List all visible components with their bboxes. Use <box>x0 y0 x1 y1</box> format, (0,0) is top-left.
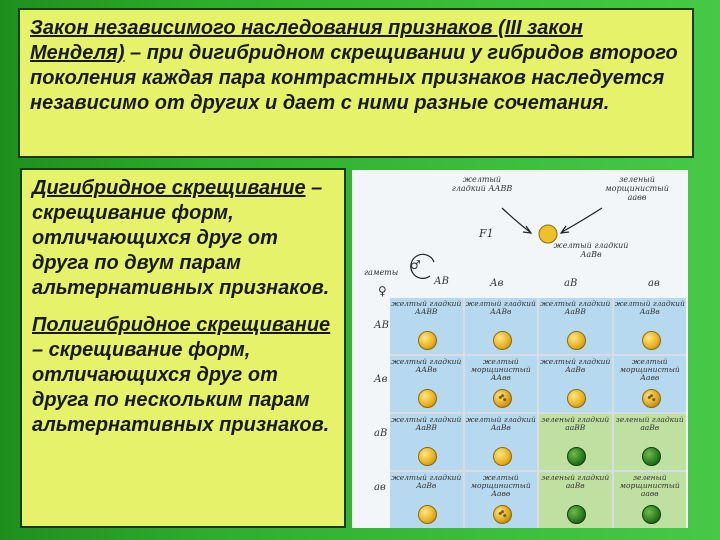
seed-yellow-wrinkled <box>492 389 512 408</box>
punnett-cell: желтый гладкий АаВв <box>539 356 612 412</box>
punnett-cell: желтый гладкий ААВв <box>390 356 463 412</box>
gametes-label: гаметы <box>364 268 399 277</box>
cell-label: желтый морщинистый ААвв <box>470 357 531 382</box>
col-gamete-1: АВ <box>434 276 449 287</box>
punnett-cell: желтый гладкий АаВв <box>613 298 686 354</box>
f1-label: F1 <box>479 227 494 240</box>
seed-yellow-smooth <box>567 389 587 408</box>
cell-label: зеленый гладкий ааВВ <box>541 415 610 432</box>
punnett-cell: зеленый гладкий ааВв <box>613 414 686 470</box>
male-symbol: ♂ <box>410 258 421 272</box>
row-gamete-2: Ав <box>374 374 388 385</box>
polyhybrid-term: Полигибридное скрещивание <box>32 314 331 336</box>
cross-diagram <box>410 207 603 279</box>
punnett-cell: желтый морщинистый Аавв <box>464 472 537 528</box>
seed-green-wrinkled <box>641 505 661 524</box>
cell-label: зеленый морщинистый аавв <box>619 473 680 498</box>
cell-label: желтый морщинистый Аавв <box>619 357 680 382</box>
parent1-label: желтый гладкий ААВВ <box>451 175 513 193</box>
definitions-box: Дигибридное скрещивание – скрещивание фо… <box>20 168 346 528</box>
punnett-grid: желтый гладкий ААВВ желтый гладкий ААВв … <box>390 298 686 528</box>
dihybrid-term: Дигибридное скрещивание <box>32 177 306 199</box>
cell-label: желтый гладкий АаВВ <box>540 299 611 316</box>
seed-yellow-smooth <box>418 505 438 524</box>
punnett-figure: желтый гладкий ААВВ зеленый морщинистый … <box>352 170 688 528</box>
cell-label: желтый гладкий АаВв <box>540 357 611 374</box>
punnett-cell: желтый гладкий ААВв <box>464 298 537 354</box>
cell-label: желтый морщинистый Аавв <box>470 473 531 498</box>
col-gamete-2: Ав <box>490 278 504 289</box>
seed-green-smooth <box>641 447 661 466</box>
col-gamete-3: аВ <box>564 278 578 289</box>
cell-label: желтый гладкий АаВв <box>391 473 462 490</box>
cell-label: желтый гладкий АаВВ <box>391 415 462 432</box>
punnett-cell: желтый гладкий ААВВ <box>390 298 463 354</box>
punnett-cell: желтый гладкий АаВВ <box>390 414 463 470</box>
seed-yellow-wrinkled <box>492 505 512 524</box>
punnett-cell: желтый гладкий АаВВ <box>539 298 612 354</box>
row-gamete-4: ав <box>374 482 386 493</box>
seed-yellow-smooth <box>418 447 438 466</box>
row-gamete-3: аВ <box>374 428 388 439</box>
row-gamete-1: АВ <box>374 320 389 331</box>
punnett-cell: желтый морщинистый ААвв <box>464 356 537 412</box>
female-symbol: ♀ <box>378 284 387 298</box>
f1-genotype: желтый гладкий АаВв <box>553 241 629 259</box>
punnett-cell: зеленый гладкий ааВВ <box>539 414 612 470</box>
punnett-cell: желтый гладкий АаВв <box>464 414 537 470</box>
cell-label: желтый гладкий ААВв <box>391 357 462 374</box>
seed-yellow-wrinkled <box>641 389 661 408</box>
cell-label: желтый гладкий АаВв <box>465 415 536 432</box>
seed-yellow-smooth <box>418 389 438 408</box>
law-box: Закон независимого наследования признако… <box>18 8 694 158</box>
seed-yellow-smooth <box>418 331 438 350</box>
seed-yellow-smooth <box>567 331 587 350</box>
polyhybrid-text: – скрещивание форм, отличающихся друг от… <box>32 339 330 436</box>
seed-green-smooth <box>567 505 587 524</box>
cell-label: желтый гладкий ААВв <box>465 299 536 316</box>
seed-yellow-smooth <box>641 331 661 350</box>
law-title: Закон независимого наследования признако… <box>30 17 583 64</box>
punnett-cell: зеленый гладкий ааВв <box>539 472 612 528</box>
seed-green-smooth <box>567 447 587 466</box>
dihybrid-definition: Дигибридное скрещивание – скрещивание фо… <box>32 176 334 301</box>
cell-label: зеленый гладкий ааВв <box>615 415 684 432</box>
parent2-label: зеленый морщинистый аавв <box>605 175 669 202</box>
cell-label: зеленый гладкий ааВв <box>541 473 610 490</box>
cell-label: желтый гладкий АаВв <box>614 299 685 316</box>
seed-yellow-smooth <box>492 331 512 350</box>
punnett-cell: зеленый морщинистый аавв <box>613 472 686 528</box>
cell-label: желтый гладкий ААВВ <box>391 299 462 316</box>
punnett-cell: желтый морщинистый Аавв <box>613 356 686 412</box>
dihybrid-text: – скрещивание форм, отличающихся друг от… <box>32 177 330 299</box>
law-text: – при дигибридном скрещивании у гибридов… <box>30 42 678 114</box>
col-gamete-4: ав <box>648 278 660 289</box>
polyhybrid-definition: Полигибридное скрещивание – скрещивание … <box>32 313 334 438</box>
seed-yellow-smooth <box>492 447 512 466</box>
punnett-cell: желтый гладкий АаВв <box>390 472 463 528</box>
